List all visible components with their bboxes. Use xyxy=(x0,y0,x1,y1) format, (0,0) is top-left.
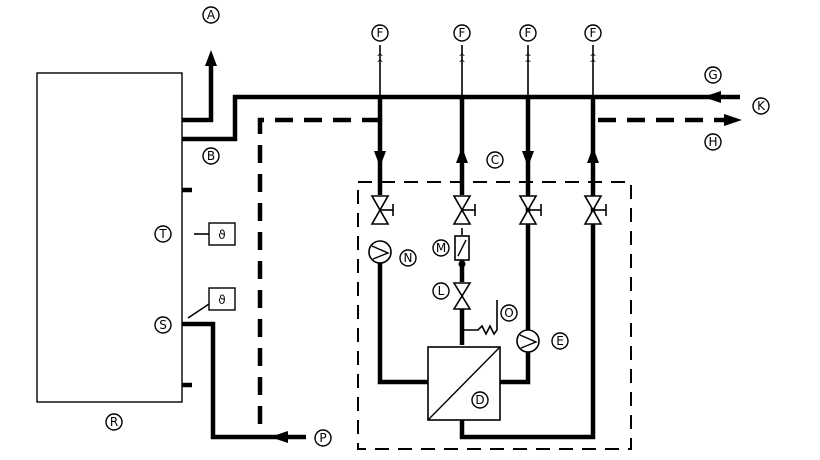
svg-text:F: F xyxy=(459,26,466,40)
svg-text:F: F xyxy=(590,26,597,40)
label-p: P xyxy=(314,429,332,447)
temperature-sensor-icon: ϑ xyxy=(208,287,236,311)
pipe-column-1-lower xyxy=(377,262,428,385)
cold-line-s xyxy=(182,321,288,440)
label-r: R xyxy=(105,413,123,431)
arrow-up-icon xyxy=(205,50,217,66)
arrow-right-icon xyxy=(724,114,742,126)
sensor-connector xyxy=(187,303,210,319)
svg-text:F: F xyxy=(377,26,384,40)
label-f: F xyxy=(519,24,537,42)
svg-text:^: ^ xyxy=(458,53,466,63)
svg-text:K: K xyxy=(757,99,766,113)
svg-text:^: ^ xyxy=(589,59,597,69)
label-c: C xyxy=(486,151,504,169)
temperature-sensor-icon: ϑ xyxy=(208,222,236,246)
svg-text:^: ^ xyxy=(458,59,466,69)
svg-text:G: G xyxy=(708,68,717,82)
arrow-left-icon xyxy=(270,431,288,443)
label-h: H xyxy=(704,133,722,151)
label-b: B xyxy=(202,147,220,165)
svg-text:C: C xyxy=(491,153,499,167)
label-f: F xyxy=(453,24,471,42)
arrow-left-icon xyxy=(703,91,721,103)
svg-text:R: R xyxy=(110,415,118,429)
package-boundary xyxy=(357,181,632,450)
vent-arrow-icons: ^^ ^^ ^^ ^^ xyxy=(376,53,597,69)
svg-text:A: A xyxy=(207,8,216,22)
label-f: F xyxy=(371,24,389,42)
svg-text:ϑ: ϑ xyxy=(218,293,225,307)
label-g: G xyxy=(704,66,722,84)
svg-text:F: F xyxy=(525,26,532,40)
label-t: T xyxy=(154,225,172,243)
svg-text:^: ^ xyxy=(524,53,532,63)
svg-text:^: ^ xyxy=(376,59,384,69)
label-d: D xyxy=(471,391,489,409)
pipe-column-4 xyxy=(459,97,596,440)
svg-text:^: ^ xyxy=(376,53,384,63)
arrow-up-icon xyxy=(456,147,468,163)
svg-text:H: H xyxy=(708,135,717,149)
svg-text:T: T xyxy=(158,227,167,241)
label-l: L xyxy=(432,282,450,300)
relief-spring-icon xyxy=(462,300,498,336)
svg-text:D: D xyxy=(475,393,484,407)
label-m: M xyxy=(432,239,450,257)
label-s: S xyxy=(154,316,172,334)
tank-connection-stubs xyxy=(182,187,192,388)
vent-lines xyxy=(379,45,594,120)
svg-text:^: ^ xyxy=(524,59,532,69)
label-e: E xyxy=(551,332,569,350)
svg-text:P: P xyxy=(319,431,326,445)
label-a: A xyxy=(202,6,220,24)
label-f: F xyxy=(584,24,602,42)
valve-icons xyxy=(370,195,607,310)
svg-text:B: B xyxy=(207,149,215,163)
svg-text:^: ^ xyxy=(589,53,597,63)
hot-supply-line xyxy=(182,94,740,142)
return-line-dashed-mid xyxy=(257,117,380,437)
label-k: K xyxy=(752,97,770,115)
svg-text:ϑ: ϑ xyxy=(218,228,225,242)
pipe-column-3-lower xyxy=(500,352,531,385)
outlet-pipe-a xyxy=(182,62,214,123)
svg-text:L: L xyxy=(438,284,445,298)
svg-text:O: O xyxy=(504,306,513,320)
label-o: O xyxy=(500,304,518,322)
svg-text:S: S xyxy=(159,318,167,332)
pump-icon xyxy=(516,329,540,353)
heat-exchanger xyxy=(427,346,501,421)
svg-text:E: E xyxy=(556,334,564,348)
svg-text:M: M xyxy=(436,241,446,255)
svg-text:N: N xyxy=(404,251,413,265)
arrow-down-icon xyxy=(374,151,386,167)
check-valve-icon xyxy=(454,235,470,268)
pump-icon xyxy=(368,240,392,264)
label-n: N xyxy=(399,249,417,267)
arrow-up-icon xyxy=(587,147,599,163)
arrow-down-icon xyxy=(522,151,534,167)
